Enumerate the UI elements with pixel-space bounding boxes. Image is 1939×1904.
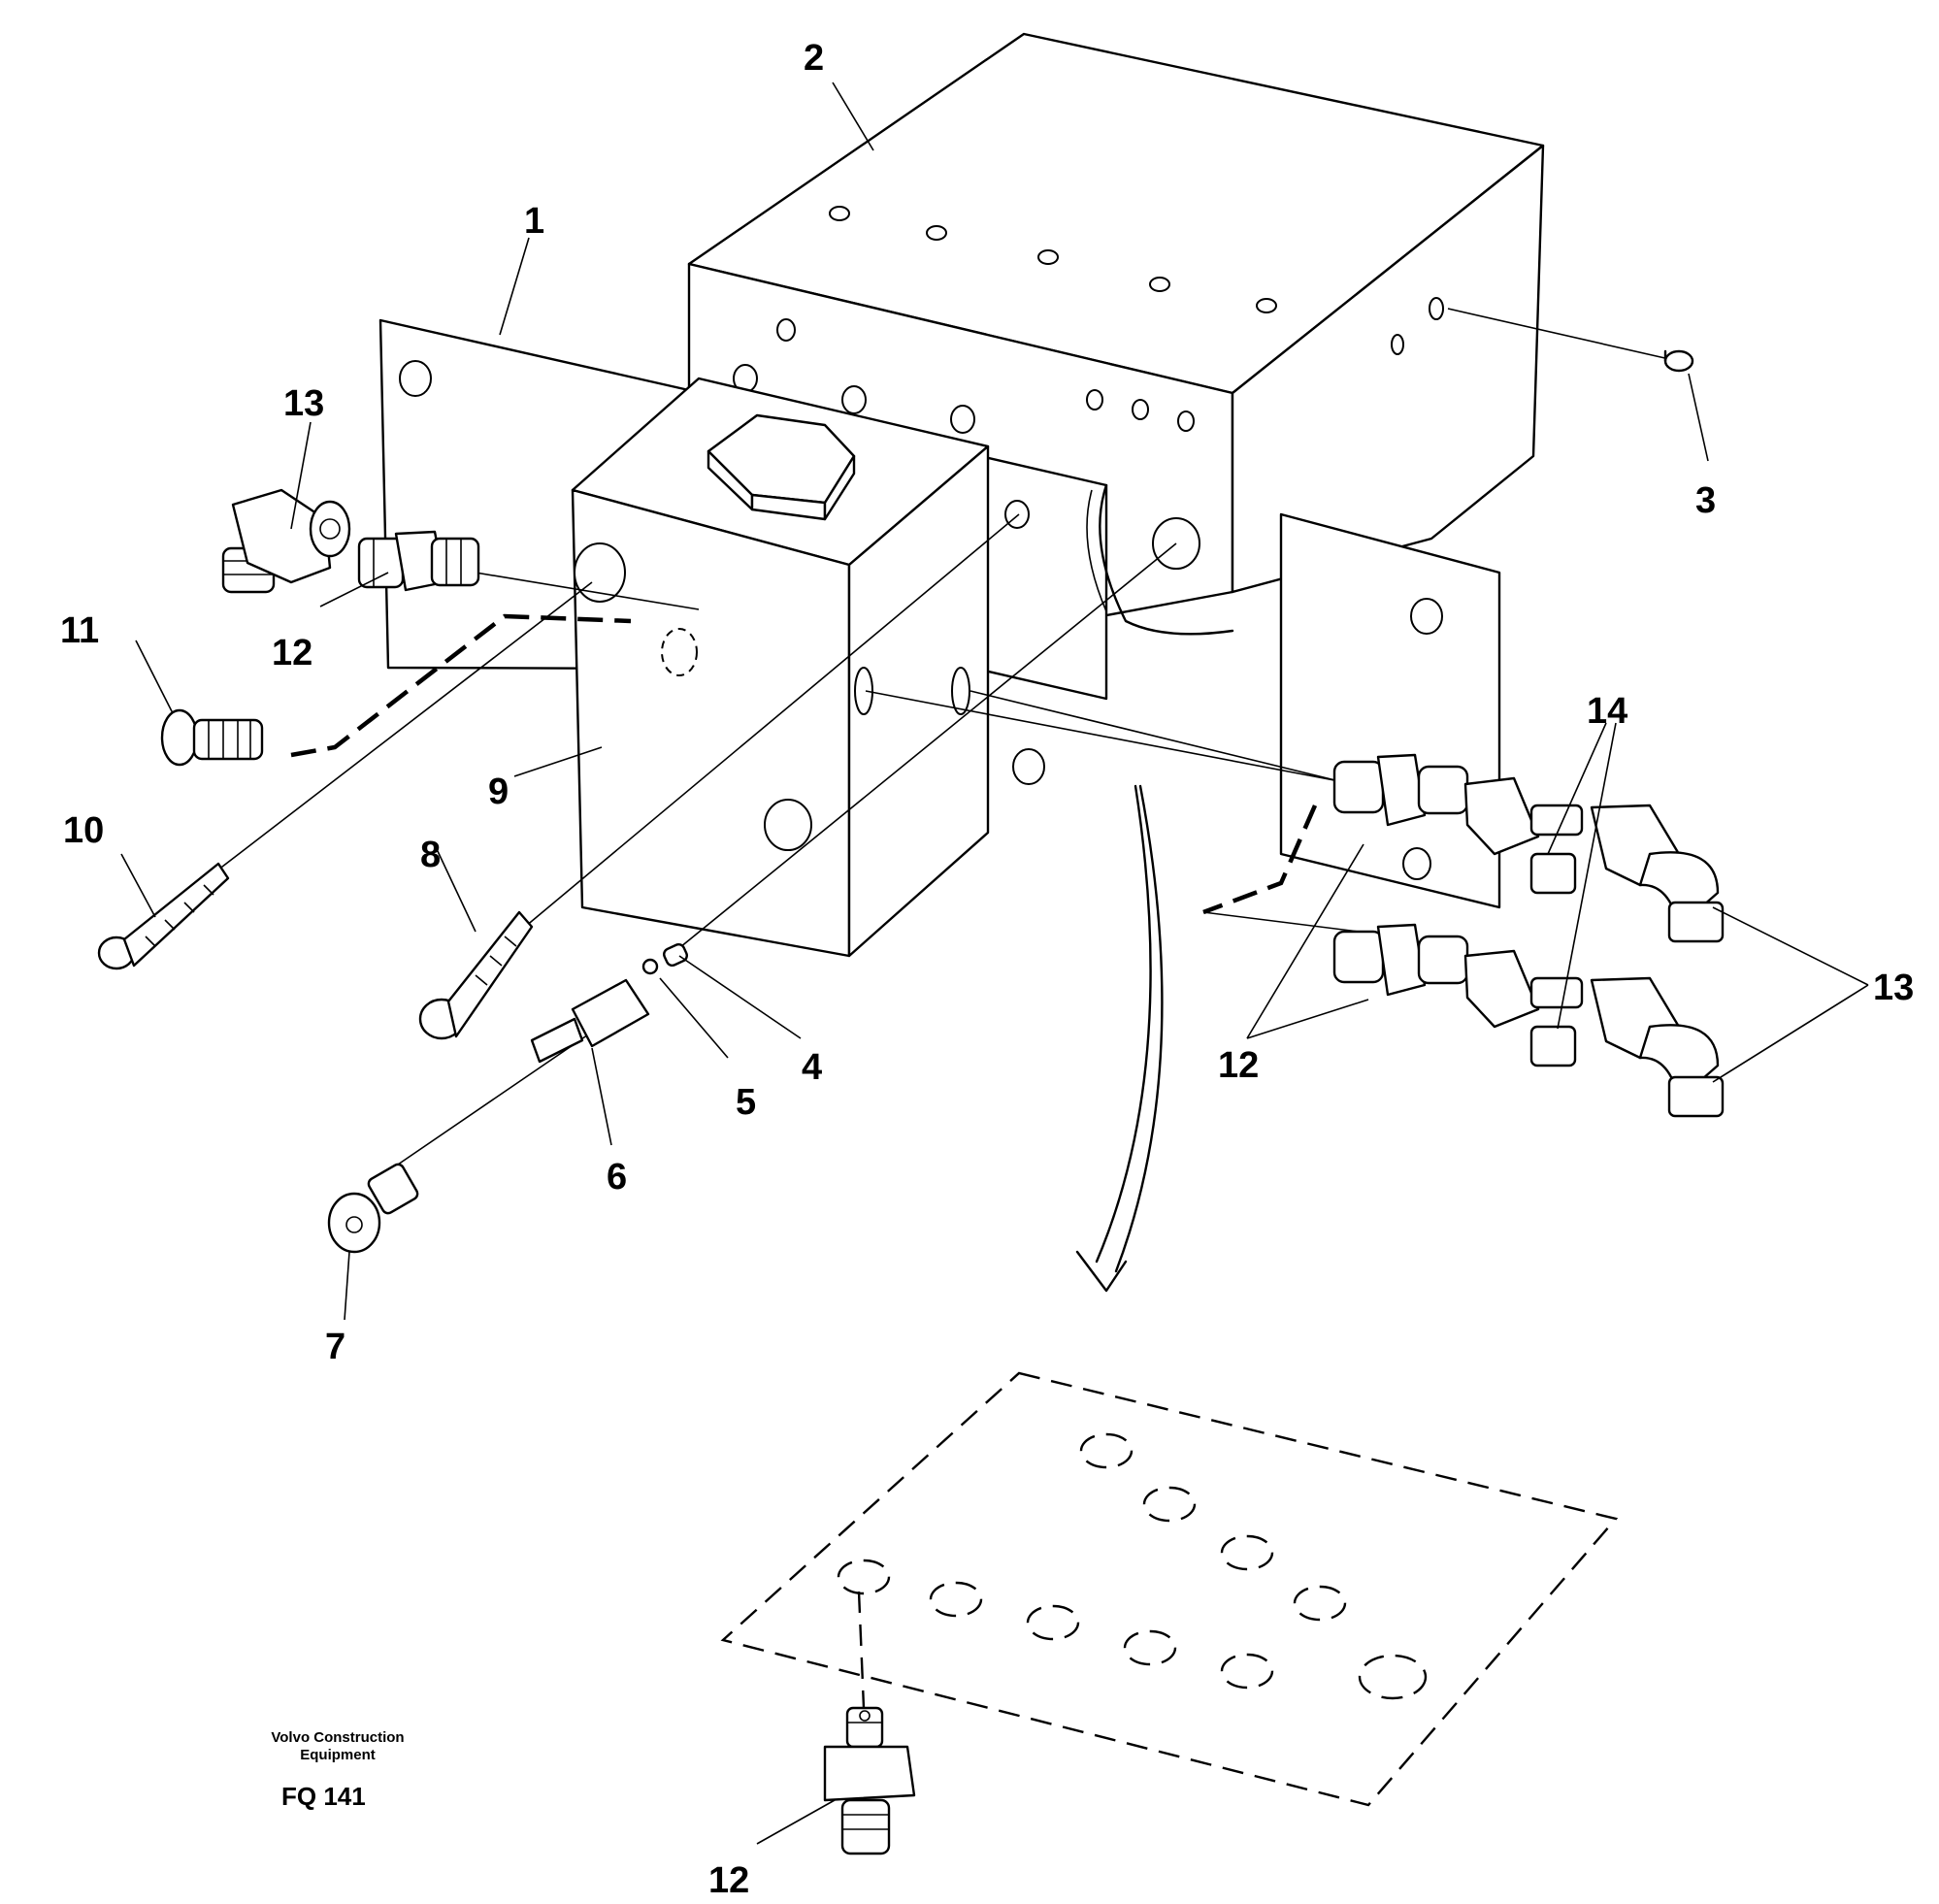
valve-insert-part-4 [663, 942, 688, 968]
callout-5: 5 [736, 1082, 756, 1123]
screw-plug-part-11 [160, 708, 264, 767]
plug-part-3 [1663, 349, 1694, 373]
callout-9: 9 [488, 771, 509, 812]
bolt-part-8 [418, 910, 534, 1040]
callout-7: 7 [325, 1327, 345, 1367]
callout-labels: 1 2 3 4 5 6 7 8 9 10 11 12 12 12 13 13 1… [60, 38, 1914, 1901]
fitting-assembly-right-upper [1332, 753, 1725, 943]
callout-14: 14 [1587, 691, 1627, 732]
callout-10: 10 [63, 810, 104, 851]
piston-part-6 [530, 978, 650, 1064]
callout-leaders-right [1246, 722, 1869, 1083]
screw-plug-part-7 [327, 1163, 419, 1254]
port-plan-view [720, 1371, 1619, 1807]
o-ring-part-5 [641, 958, 659, 975]
fitting-part-12-bottom [823, 1706, 916, 1855]
bolt-part-10 [97, 862, 230, 970]
assembly-lines [213, 308, 1670, 1709]
callout-3: 3 [1695, 480, 1716, 521]
fitting-assembly-top-left [221, 488, 480, 594]
callout-11: 11 [60, 610, 99, 651]
valve-block-part-9 [571, 377, 1030, 958]
brand-line-2: Equipment [300, 1747, 376, 1763]
callout-12-right: 12 [1218, 1045, 1259, 1086]
callout-2: 2 [804, 38, 824, 79]
figure-reference: FQ 141 [281, 1782, 366, 1811]
callout-12-bottom: 12 [708, 1860, 749, 1901]
callout-13-top: 13 [283, 383, 324, 424]
brand-line-1: Volvo Construction [271, 1729, 404, 1746]
fitting-assembly-right-lower [1332, 923, 1725, 1118]
callout-1: 1 [524, 201, 544, 242]
callout-6: 6 [607, 1157, 627, 1198]
callout-leaders-left [120, 82, 1709, 1845]
callout-12-top: 12 [272, 633, 312, 673]
footer-block: Volvo Construction Equipment FQ 141 [271, 1729, 404, 1811]
callout-13-right: 13 [1873, 968, 1914, 1008]
callout-8: 8 [420, 835, 441, 875]
callout-4: 4 [802, 1047, 822, 1088]
